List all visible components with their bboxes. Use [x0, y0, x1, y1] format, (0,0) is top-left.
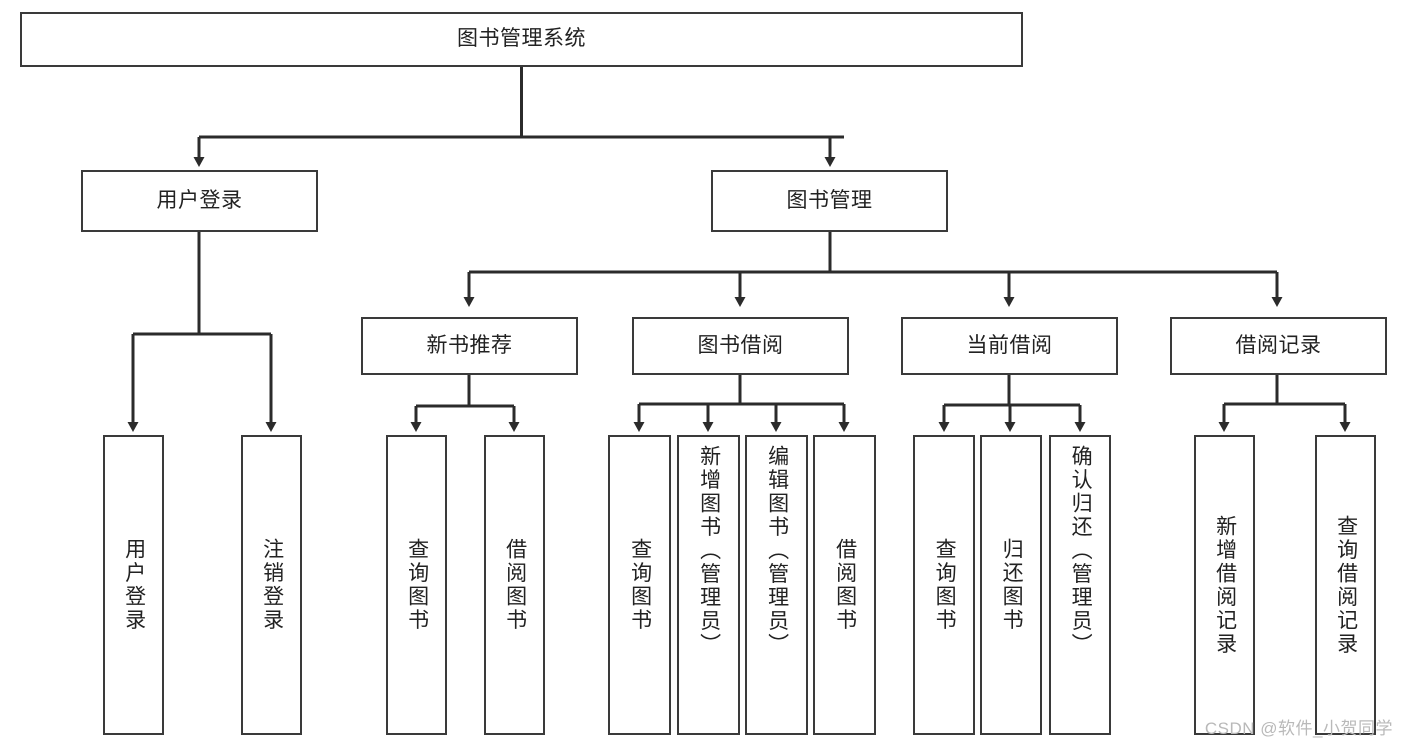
node-book-manage-label: 图书管理 [786, 188, 873, 212]
node-new-book-rec[interactable]: 新书推荐 [361, 317, 578, 375]
leaf-query-record[interactable]: 查询借阅记录 [1315, 435, 1376, 735]
leaf-add-book-label: 新增图书（管理员） [697, 445, 721, 657]
leaf-query-book-3-label: 查询图书 [933, 538, 957, 632]
leaf-add-record[interactable]: 新增借阅记录 [1194, 435, 1255, 735]
watermark: CSDN @软件_小贺同学 [1204, 719, 1393, 738]
leaf-borrow-book-1[interactable]: 借阅图书 [484, 435, 545, 735]
leaf-return-book[interactable]: 归还图书 [980, 435, 1042, 735]
node-new-book-rec-label: 新书推荐 [426, 333, 513, 357]
node-book-borrow[interactable]: 图书借阅 [632, 317, 849, 375]
leaf-edit-book[interactable]: 编辑图书（管理员） [745, 435, 808, 735]
node-book-manage[interactable]: 图书管理 [711, 170, 948, 232]
node-root[interactable]: 图书管理系统 [20, 12, 1023, 67]
node-borrow-record-label: 借阅记录 [1235, 333, 1322, 357]
leaf-user-logout-label: 注销登录 [260, 538, 284, 632]
node-borrow-record[interactable]: 借阅记录 [1170, 317, 1387, 375]
node-root-label: 图书管理系统 [457, 27, 586, 51]
node-user-login-label: 用户登录 [156, 188, 243, 212]
leaf-query-book-1-label: 查询图书 [405, 538, 429, 632]
leaf-query-book-3[interactable]: 查询图书 [913, 435, 975, 735]
node-book-borrow-label: 图书借阅 [697, 333, 784, 357]
leaf-borrow-book-1-label: 借阅图书 [503, 538, 527, 632]
leaf-return-book-label: 归还图书 [1000, 538, 1024, 632]
node-current-borrow-label: 当前借阅 [966, 333, 1053, 357]
leaf-add-book[interactable]: 新增图书（管理员） [677, 435, 740, 735]
leaf-confirm-return[interactable]: 确认归还（管理员） [1049, 435, 1111, 735]
node-user-login[interactable]: 用户登录 [81, 170, 318, 232]
leaf-user-login-label: 用户登录 [122, 538, 146, 632]
leaf-query-record-label: 查询借阅记录 [1334, 514, 1358, 656]
leaf-borrow-book-2-label: 借阅图书 [833, 538, 857, 632]
leaf-edit-book-label: 编辑图书（管理员） [765, 445, 789, 657]
leaf-add-record-label: 新增借阅记录 [1213, 514, 1237, 656]
leaf-query-book-2[interactable]: 查询图书 [608, 435, 671, 735]
leaf-user-login[interactable]: 用户登录 [103, 435, 164, 735]
leaf-user-logout[interactable]: 注销登录 [241, 435, 302, 735]
leaf-borrow-book-2[interactable]: 借阅图书 [813, 435, 876, 735]
leaf-query-book-2-label: 查询图书 [628, 538, 652, 632]
leaf-query-book-1[interactable]: 查询图书 [386, 435, 447, 735]
node-current-borrow[interactable]: 当前借阅 [901, 317, 1118, 375]
leaf-confirm-return-label: 确认归还（管理员） [1069, 445, 1093, 657]
